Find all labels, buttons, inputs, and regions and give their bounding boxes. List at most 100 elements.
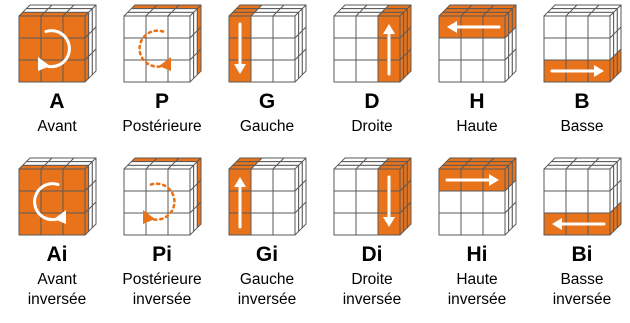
cube-b [542, 3, 622, 83]
front-facelet [123, 37, 147, 61]
side-facelet [294, 55, 300, 83]
side-facelet [511, 4, 517, 32]
top-facelet [272, 11, 300, 17]
side-facelet [301, 201, 307, 229]
top-facelet [355, 11, 383, 17]
front-facelet [565, 168, 589, 192]
move-code: Bi [571, 243, 593, 266]
side-facelet [196, 26, 202, 54]
top-facelet [591, 161, 618, 166]
top-facelet [235, 4, 263, 10]
top-facelet [333, 11, 361, 17]
side-facelet [406, 4, 412, 32]
top-facelet [486, 161, 513, 166]
top-facelet [145, 11, 173, 17]
side-facelet [616, 26, 622, 54]
front-facelet [18, 59, 42, 83]
move-code: A [49, 90, 65, 113]
side-facelet [189, 208, 195, 236]
front-facelet [333, 15, 357, 39]
cube-h [437, 3, 517, 83]
front-facelet [543, 37, 567, 61]
rotate-clockwise-dotted-icon [143, 182, 176, 224]
move-name: Postérieure [122, 118, 202, 135]
side-facelet [504, 11, 510, 39]
top-facelet [547, 161, 574, 166]
top-facelet [381, 161, 408, 166]
rotate-clockwise-icon [38, 29, 71, 71]
move-name: Gauche [239, 271, 295, 288]
front-facelet [587, 15, 611, 39]
front-facelet [123, 15, 147, 39]
top-facelet [171, 8, 198, 13]
side-facelet [406, 179, 412, 207]
front-facelet [333, 190, 357, 214]
arrow-right-icon [445, 174, 499, 186]
top-facelet [587, 11, 615, 17]
top-facelet [40, 164, 68, 170]
side-facelet [301, 179, 307, 207]
side-facelet [511, 179, 517, 207]
front-facelet [587, 37, 611, 61]
front-facelet [333, 59, 357, 83]
move-code: G [258, 90, 276, 113]
top-facelet [460, 164, 488, 170]
front-facelet [250, 190, 274, 214]
move-name-inverse: inversée [132, 291, 192, 308]
side-facelet [88, 205, 93, 232]
move-code: H [469, 90, 485, 113]
side-facelet [294, 11, 300, 39]
side-facelet [511, 201, 517, 229]
front-facelet [355, 212, 379, 236]
front-facelet [482, 190, 506, 214]
side-facelet [193, 8, 198, 35]
side-facelet [616, 157, 622, 185]
top-facelet [377, 11, 405, 17]
move-name: Postérieure [122, 271, 202, 288]
top-facelet [594, 157, 622, 163]
move-name-inverse: inversée [552, 291, 612, 308]
top-facelet [489, 4, 517, 10]
top-facelet [384, 157, 412, 163]
top-facelet [22, 161, 49, 166]
side-facelet [609, 55, 615, 83]
top-facelet [438, 164, 466, 170]
side-facelet [301, 4, 307, 32]
move-code: Di [361, 243, 383, 266]
top-facelet [489, 157, 517, 163]
top-facelet [565, 164, 593, 170]
side-facelet [84, 11, 90, 39]
top-facelet [152, 4, 180, 10]
top-facelet [547, 8, 574, 13]
front-facelet [167, 212, 191, 236]
cube-pi [122, 156, 202, 236]
top-facelet [152, 157, 180, 163]
front-facelet [438, 59, 462, 83]
side-facelet [609, 11, 615, 39]
top-facelet [543, 11, 571, 17]
front-facelet [62, 59, 86, 83]
side-facelet [616, 201, 622, 229]
side-facelet [403, 183, 408, 210]
top-facelet [340, 157, 368, 163]
top-facelet [22, 8, 49, 13]
front-facelet [250, 168, 274, 192]
top-facelet [254, 8, 281, 13]
move-name-inverse: inversée [447, 291, 507, 308]
top-facelet [442, 161, 469, 166]
arrow-left-icon [552, 218, 606, 230]
top-facelet [486, 8, 513, 13]
side-facelet [399, 33, 405, 61]
top-facelet [250, 164, 278, 170]
top-facelet [594, 4, 622, 10]
top-facelet [130, 157, 158, 163]
side-facelet [189, 33, 195, 61]
side-facelet [84, 186, 90, 214]
top-facelet [66, 161, 93, 166]
cube-bi [542, 156, 622, 236]
side-facelet [88, 8, 93, 35]
front-facelet [565, 190, 589, 214]
side-facelet [193, 30, 198, 57]
top-facelet [145, 164, 173, 170]
side-facelet [609, 164, 615, 192]
